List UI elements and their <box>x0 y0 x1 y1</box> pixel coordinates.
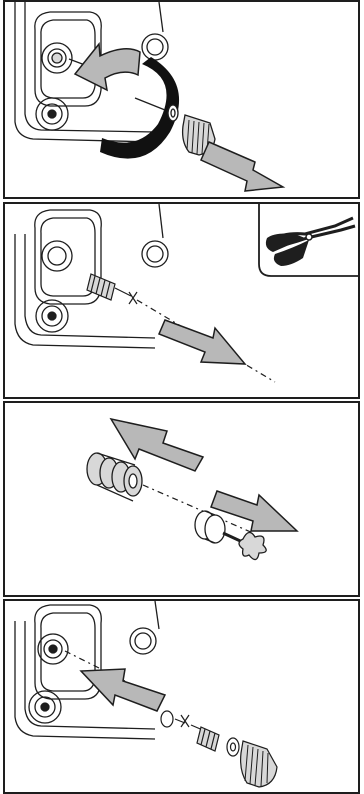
valve-assembly-parts <box>161 711 277 787</box>
rotation-arrow-head-icon <box>75 44 140 90</box>
step-2-panel <box>3 202 360 399</box>
pliers-inset <box>259 204 360 276</box>
insert-arrow-icon <box>81 669 165 711</box>
step-1-panel <box>3 0 360 199</box>
step-2-illustration <box>5 204 360 399</box>
pull-out-arrow-icon <box>201 142 283 191</box>
spring-valve-assembly <box>87 274 137 304</box>
step-1-illustration <box>5 2 360 199</box>
spring-icon <box>87 453 142 501</box>
step-4-panel <box>3 599 360 794</box>
step-3-illustration <box>5 403 360 597</box>
step-3-panel <box>3 401 360 597</box>
pull-out-arrow-icon <box>159 320 245 364</box>
step-4-illustration <box>5 601 360 794</box>
